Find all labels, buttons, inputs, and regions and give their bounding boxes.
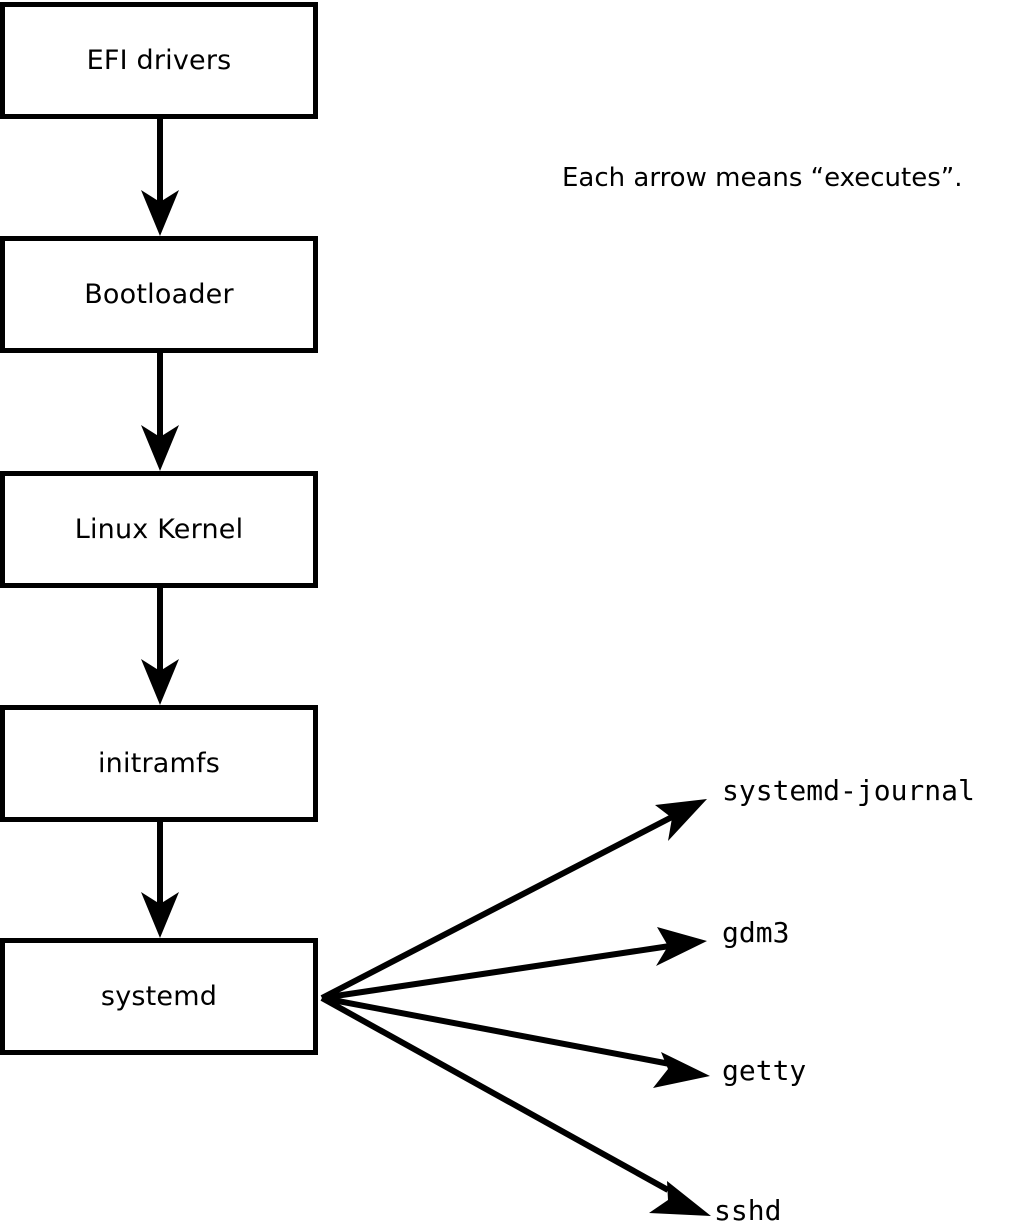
stage-label-efi-drivers: EFI drivers	[86, 45, 232, 76]
arrow-systemd-to-getty	[321, 995, 710, 1088]
service-label-sshd[interactable]: sshd	[714, 1194, 782, 1227]
stage-label-systemd: systemd	[100, 981, 218, 1012]
arrow-systemd-to-journal	[320, 799, 707, 1001]
arrow-bootloader-to-kernel	[141, 353, 179, 471]
legend-caption: Each arrow means “executes”.	[562, 163, 963, 193]
stage-label-initramfs: initramfs	[97, 748, 221, 779]
stage-box-efi-drivers[interactable]: EFI drivers	[0, 2, 318, 119]
stage-label-bootloader: Bootloader	[84, 279, 234, 310]
arrow-initramfs-to-systemd	[141, 822, 179, 938]
arrow-systemd-to-gdm3	[321, 927, 707, 1001]
stage-box-bootloader[interactable]: Bootloader	[0, 236, 318, 353]
stage-box-linux-kernel[interactable]: Linux Kernel	[0, 471, 318, 588]
stage-box-systemd[interactable]: systemd	[0, 938, 318, 1055]
service-label-getty[interactable]: getty	[722, 1054, 807, 1087]
service-label-gdm3[interactable]: gdm3	[722, 916, 790, 949]
arrow-systemd-to-sshd	[320, 995, 711, 1216]
arrow-kernel-to-initramfs	[141, 588, 179, 705]
arrow-efi-to-bootloader	[141, 118, 179, 236]
stage-box-initramfs[interactable]: initramfs	[0, 705, 318, 822]
service-label-systemd-journal[interactable]: systemd-journal	[722, 774, 975, 807]
stage-label-linux-kernel: Linux Kernel	[74, 514, 244, 545]
